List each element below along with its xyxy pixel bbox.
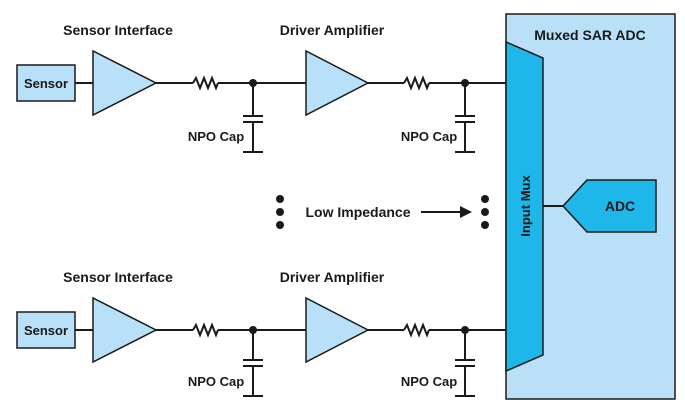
sensor-interface-label-bottom: Sensor Interface [63, 269, 173, 285]
sensor-label-bottom: Sensor [24, 323, 68, 338]
low-impedance-arrowhead [460, 206, 472, 218]
resistor-1-top [192, 75, 219, 91]
driver-amp-bottom [305, 296, 370, 364]
low-impedance-label: Low Impedance [305, 204, 410, 220]
driver-amplifier-label-top: Driver Amplifier [280, 22, 385, 38]
resistor-2-top [403, 75, 430, 91]
input-mux [505, 40, 544, 373]
npo-cap-label-2: NPO Cap [401, 129, 457, 144]
npo-cap-label-3: NPO Cap [188, 374, 244, 389]
ellipsis-dot-left-3 [276, 221, 284, 229]
adc-block [561, 179, 657, 233]
resistor-2-bottom [403, 322, 430, 338]
sensor-interface-amp-bottom [92, 296, 158, 364]
driver-amp-top [305, 49, 370, 117]
sensor-label-top: Sensor [24, 76, 68, 91]
npo-cap-label-4: NPO Cap [401, 374, 457, 389]
sensor-interface-label-top: Sensor Interface [63, 22, 173, 38]
input-mux-label: Input Mux [518, 175, 533, 237]
ellipsis-dot-left-1 [276, 195, 284, 203]
ellipsis-dot-right-2 [481, 208, 489, 216]
ellipsis-dot-right-3 [481, 221, 489, 229]
sensor-interface-amp-top [92, 49, 158, 117]
adc-label: ADC [605, 198, 635, 214]
ellipsis-dot-right-1 [481, 195, 489, 203]
sensor-box-top [16, 64, 76, 102]
npo-cap-label-1: NPO Cap [188, 129, 244, 144]
muxed-sar-adc-label: Muxed SAR ADC [534, 27, 646, 43]
driver-amplifier-label-bottom: Driver Amplifier [280, 269, 385, 285]
resistor-1-bottom [192, 322, 219, 338]
ellipsis-dot-left-2 [276, 208, 284, 216]
